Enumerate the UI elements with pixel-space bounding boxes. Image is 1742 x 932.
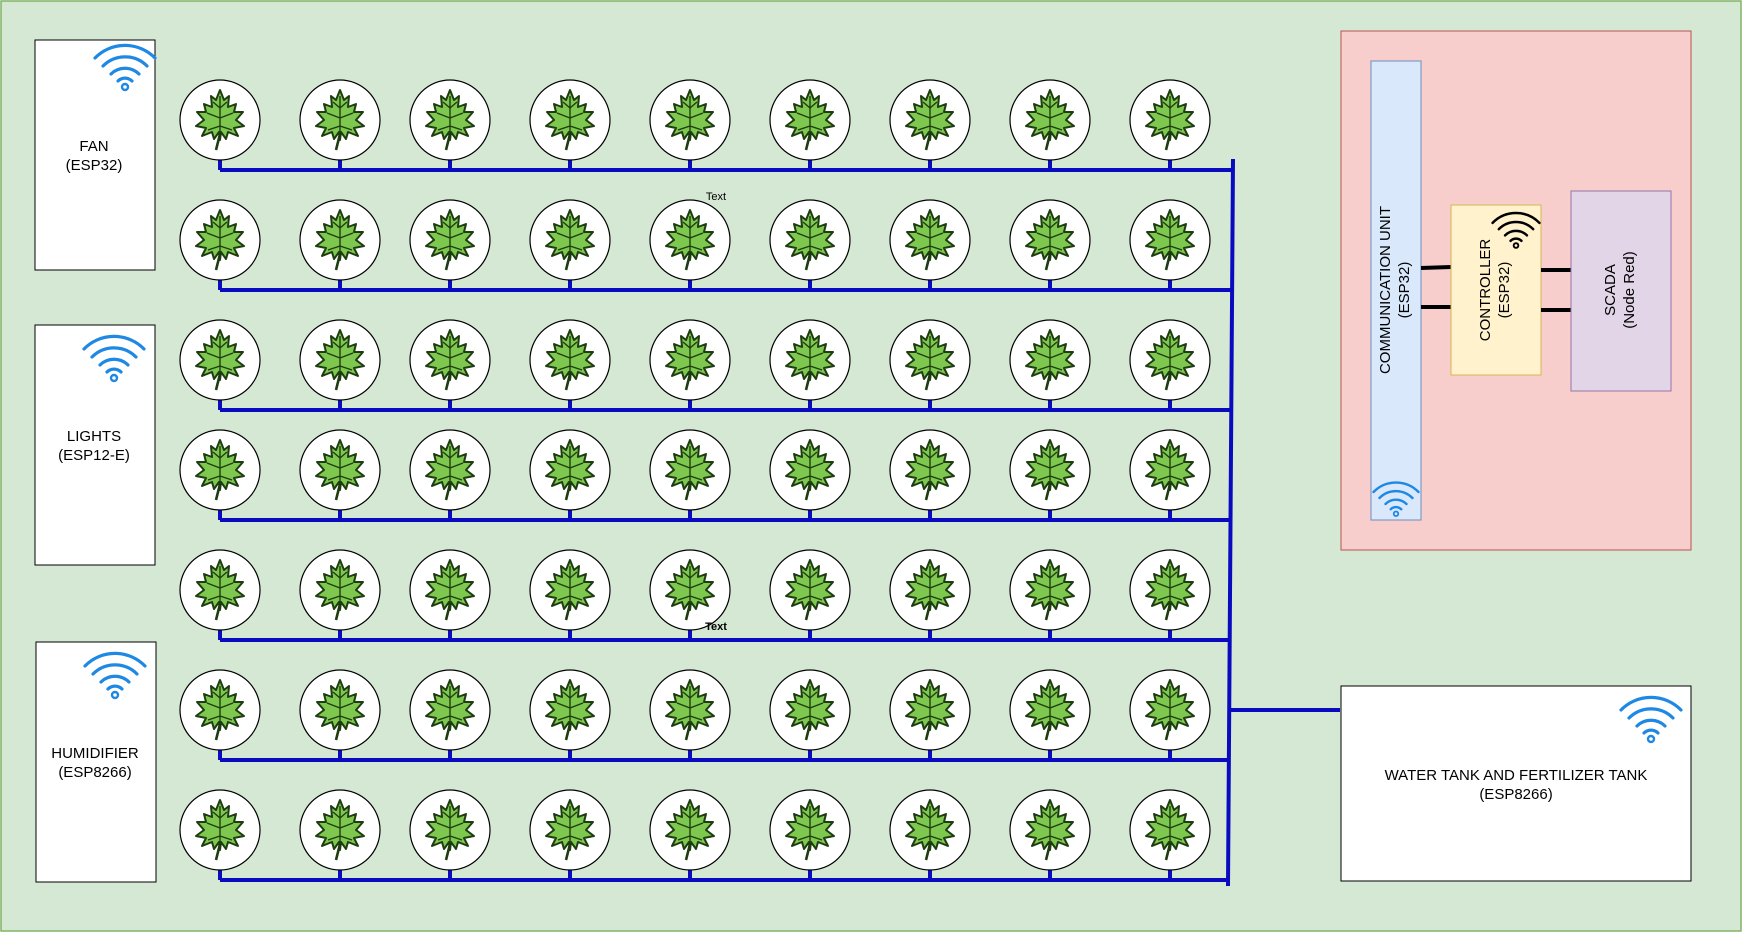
- plant-pot: [889, 429, 971, 511]
- plant-pot: [1009, 319, 1091, 401]
- plant-pot: [179, 669, 261, 751]
- scada-sub-label: (Node Red): [1621, 251, 1638, 329]
- plant-pot: [1009, 549, 1091, 631]
- plant-pot: [1129, 319, 1211, 401]
- plant-pot: [179, 79, 261, 161]
- plant-pot: [179, 319, 261, 401]
- plant-pot: [1009, 79, 1091, 161]
- irrigation-pipes: [218, 158, 1235, 887]
- plant-pot: [769, 319, 851, 401]
- humidifier-chip-label: (ESP8266): [58, 764, 131, 781]
- plant-pot: [1009, 429, 1091, 511]
- communication-unit-chip-label: (ESP32): [1396, 262, 1413, 319]
- plant-pot: [889, 199, 971, 281]
- plant-pot: [889, 319, 971, 401]
- plant-pot: [1129, 789, 1211, 871]
- plant-pot: [529, 319, 611, 401]
- plant-pot: [769, 549, 851, 631]
- plant-pot: [649, 669, 731, 751]
- water-tank-label: WATER TANK AND FERTILIZER TANK: [1385, 767, 1648, 784]
- lights-label: LIGHTS: [67, 428, 121, 445]
- humidifier-label: HUMIDIFIER: [51, 745, 139, 762]
- scada-label: SCADA: [1602, 264, 1619, 316]
- plant-pot: [299, 199, 381, 281]
- plant-pot: [1129, 549, 1211, 631]
- water-tank-chip-label: (ESP8266): [1479, 786, 1552, 803]
- stray-text-label: Text: [706, 191, 726, 203]
- plant-pot: [409, 199, 491, 281]
- plant-pot: [409, 429, 491, 511]
- plant-pot: [299, 669, 381, 751]
- controller[interactable]: CONTROLLER (ESP32): [1450, 204, 1542, 376]
- lights-node[interactable]: LIGHTS (ESP12-E): [34, 324, 156, 566]
- plant-pot: [889, 789, 971, 871]
- plant-pot: [1129, 199, 1211, 281]
- plant-pot: [179, 199, 261, 281]
- plant-pot: [769, 669, 851, 751]
- plant-pot: [299, 79, 381, 161]
- plant-pot: [1009, 199, 1091, 281]
- fan-label: FAN: [79, 138, 108, 155]
- plant-pot: [409, 549, 491, 631]
- plant-pot: [889, 79, 971, 161]
- plant-pot: [769, 789, 851, 871]
- plant-pot: [299, 319, 381, 401]
- communication-unit-label: COMMUNICATION UNIT: [1377, 206, 1394, 374]
- plant-pot: [1129, 79, 1211, 161]
- plant-pot: [529, 669, 611, 751]
- plant-pot: [529, 79, 611, 161]
- plant-pot: [299, 549, 381, 631]
- plant-pot: [179, 549, 261, 631]
- plant-pot: [179, 789, 261, 871]
- plant-pot: [1009, 669, 1091, 751]
- plant-pot: [299, 429, 381, 511]
- plant-pot: [649, 549, 731, 631]
- water-tank-node[interactable]: WATER TANK AND FERTILIZER TANK (ESP8266): [1340, 685, 1692, 882]
- fan-chip-label: (ESP32): [66, 157, 123, 174]
- plant-pot: [889, 549, 971, 631]
- plant-pot: [649, 319, 731, 401]
- trunk-pipe: [1226, 158, 1235, 887]
- controller-label: CONTROLLER: [1477, 239, 1494, 342]
- plant-pot: [889, 669, 971, 751]
- plant-pot: [529, 429, 611, 511]
- plant-pot: [1129, 429, 1211, 511]
- communication-unit[interactable]: COMMUNICATION UNIT (ESP32): [1370, 60, 1422, 521]
- plant-pot: [409, 79, 491, 161]
- plant-pot: [649, 429, 731, 511]
- link-comm-controller-top: [1420, 265, 1452, 270]
- plant-pot: [409, 319, 491, 401]
- plant-pot: [769, 199, 851, 281]
- lights-chip-label: (ESP12-E): [58, 447, 130, 464]
- plant-grid: [179, 79, 1211, 871]
- control-panel: COMMUNICATION UNIT (ESP32) CONTROLLER (E…: [1340, 30, 1692, 551]
- plant-pot: [649, 79, 731, 161]
- humidifier-node[interactable]: HUMIDIFIER (ESP8266): [35, 641, 157, 883]
- plant-pot: [769, 429, 851, 511]
- plant-pot: [769, 79, 851, 161]
- plant-pot: [409, 669, 491, 751]
- plant-pot: [1129, 669, 1211, 751]
- plant-pot: [649, 789, 731, 871]
- plant-pot: [649, 199, 731, 281]
- scada[interactable]: SCADA (Node Red): [1570, 190, 1672, 392]
- controller-chip-label: (ESP32): [1496, 262, 1513, 319]
- plant-pot: [179, 429, 261, 511]
- plant-pot: [409, 789, 491, 871]
- plant-pot: [299, 789, 381, 871]
- plant-pot: [529, 199, 611, 281]
- stray-text-label: Text: [705, 621, 727, 633]
- plant-pot: [529, 549, 611, 631]
- fan-node[interactable]: FAN (ESP32): [34, 39, 157, 271]
- plant-pot: [1009, 789, 1091, 871]
- plant-pot: [529, 789, 611, 871]
